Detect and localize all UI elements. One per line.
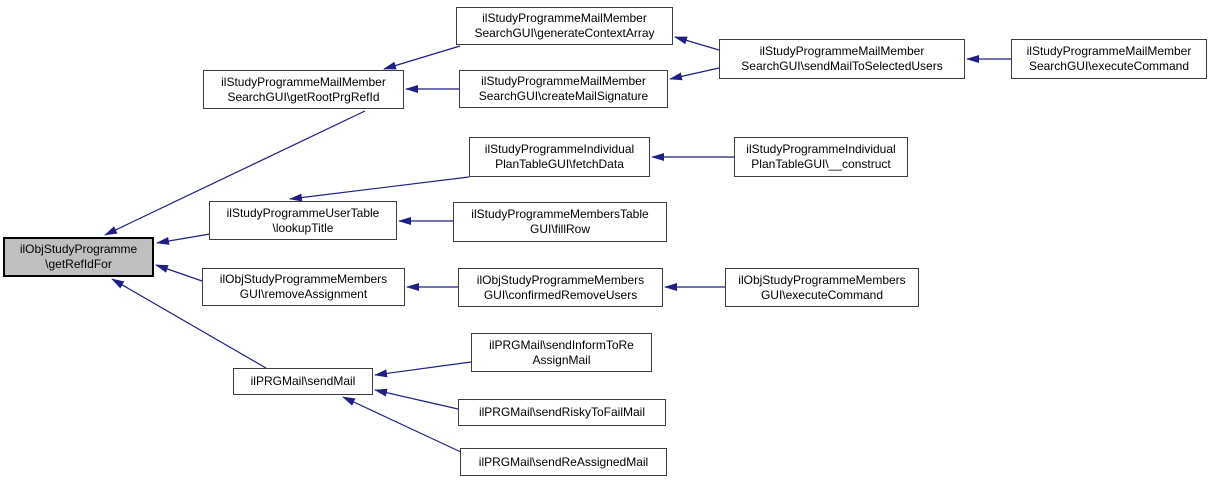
call-edge-sendMail-to-getRefIdFor <box>111 278 267 369</box>
node-label-line: GUI\removeAssignment <box>239 287 368 301</box>
call-edge-sendMailToSelectedUsers-to-generateContextArray <box>674 36 720 51</box>
node-label-line: ilObjStudyProgrammeMembers <box>476 272 645 287</box>
node-label-line: ilPRGMail\sendMail <box>250 374 356 388</box>
call-edge-generateContextArray-to-getRootPrgRefId <box>383 45 461 70</box>
node-label-line: GUI\executeCommand <box>760 287 884 302</box>
node-label-line: ilStudyProgrammeMailMember <box>482 11 647 25</box>
call-edge-sendMailToSelectedUsers-to-createMailSignature <box>669 67 720 81</box>
node-label-line: GUI\fillRow <box>529 222 590 236</box>
node-label-line: SearchGUI\sendMailToSelectedUsers <box>741 59 943 73</box>
node-label-line: \getRefIdFor <box>45 257 112 271</box>
node-label-line: \lookupTitle <box>272 220 334 235</box>
graph-node-getRefIdFor: ilObjStudyProgramme\getRefIdFor <box>3 237 154 277</box>
graph-node-lookupTitle[interactable]: ilStudyProgrammeUserTable\lookupTitle <box>209 201 397 240</box>
node-label-line: ilObjStudyProgrammeMembers <box>738 272 906 287</box>
call-edge-removeAssignment-to-getRefIdFor <box>155 264 203 282</box>
node-label-line: SearchGUI\createMailSignature <box>478 89 649 103</box>
graph-node-sendRiskyToFailMail[interactable]: ilPRGMail\sendRiskyToFailMail <box>458 399 666 426</box>
node-label-line: GUI\confirmedRemoveUsers <box>483 287 638 302</box>
node-label-line: PlanTableGUI\fetchData <box>495 157 624 171</box>
call-edge-sendInformToReAssignMail-to-sendMail <box>374 361 472 378</box>
call-edge-sendRiskyToFailMail-to-sendMail <box>374 388 459 410</box>
call-edge-getRootPrgRefId-to-getRefIdFor <box>104 110 366 236</box>
node-label-line: ilPRGMail\sendReAssignedMail <box>478 454 649 469</box>
node-label-line: ilPRGMail\sendRiskyToFailMail <box>478 405 646 419</box>
graph-node-sendReAssignedMail[interactable]: ilPRGMail\sendReAssignedMail <box>460 448 667 476</box>
node-label-line: ilObjStudyProgramme <box>19 242 138 256</box>
call-edge-fetchData-to-lookupTitle <box>289 176 470 202</box>
node-label-line: ilPRGMail\sendInformToRe <box>489 337 634 352</box>
node-label-line: ilStudyProgrammeMailMember <box>221 74 386 89</box>
node-label-line: ilStudyProgrammeMailMember <box>481 74 646 88</box>
node-label-line: ilStudyProgrammeUserTable <box>226 205 380 220</box>
node-label-line: AssignMail <box>532 352 591 367</box>
node-label-line: PlanTableGUI\__construct <box>751 157 891 171</box>
node-label-line: SearchGUI\generateContextArray <box>474 26 655 40</box>
node-label-line: SearchGUI\getRootPrgRefId <box>227 89 380 104</box>
node-label-line: ilStudyProgrammeMailMember <box>759 44 925 58</box>
node-label-line: SearchGUI\executeCommand <box>1028 59 1190 73</box>
node-label-line: ilStudyProgrammeIndividual <box>746 142 896 156</box>
graph-node-sendMail[interactable]: ilPRGMail\sendMail <box>233 368 373 395</box>
call-edge-sendReAssignedMail-to-sendMail <box>342 396 464 454</box>
node-label-line: ilStudyProgrammeIndividual <box>484 142 635 156</box>
node-label-line: ilStudyProgrammeMailMember <box>1026 44 1192 58</box>
node-label-line: ilObjStudyProgrammeMembers <box>219 272 388 286</box>
node-label-line: ilStudyProgrammeMembersTable <box>471 207 649 221</box>
call-edge-lookupTitle-to-getRefIdFor <box>156 233 211 245</box>
